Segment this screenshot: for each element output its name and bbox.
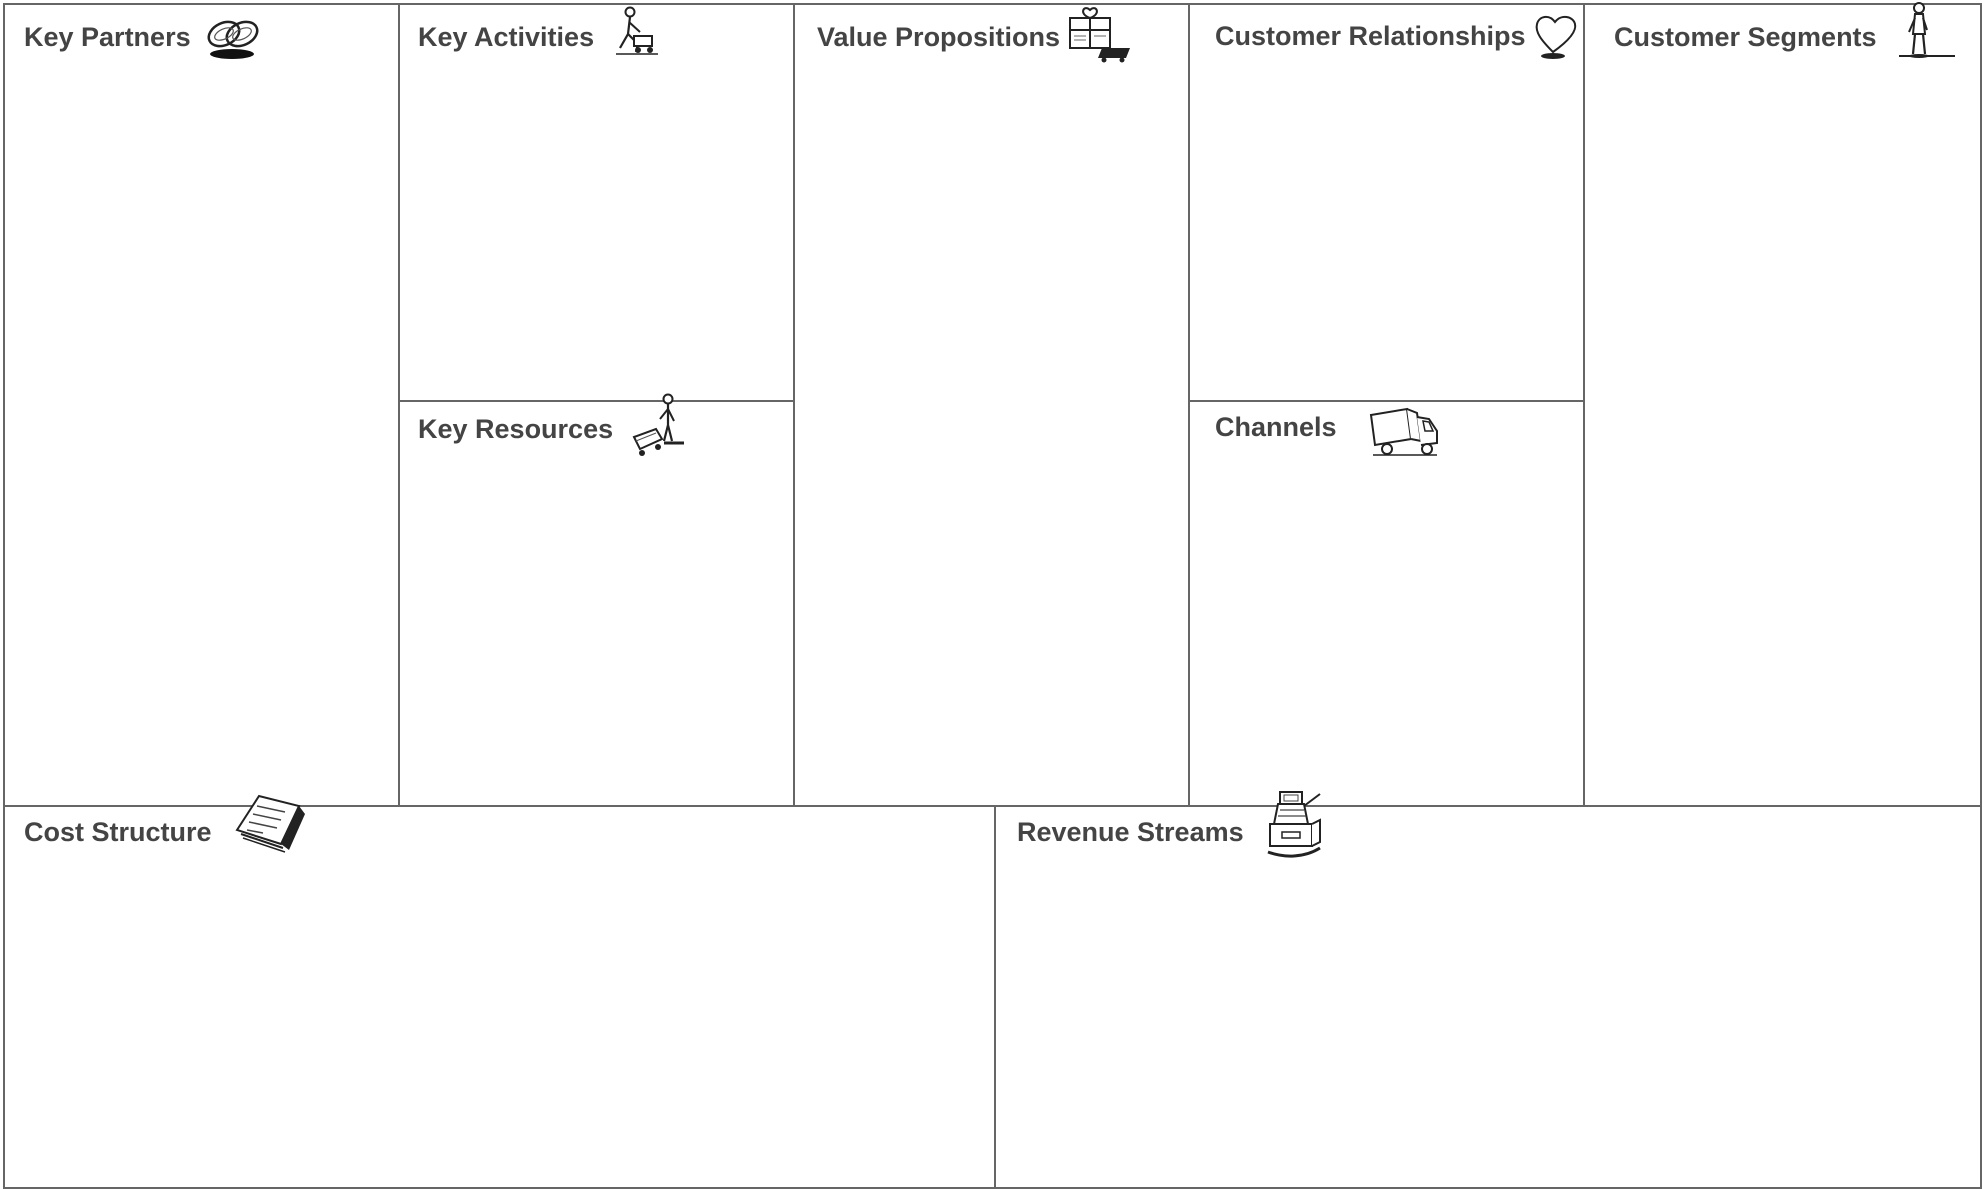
customer-segments-title: Customer Segments — [1614, 22, 1877, 52]
cost-structure-title: Cost Structure — [24, 817, 212, 847]
standing-person-icon — [1893, 0, 1959, 60]
chain-links-icon — [202, 12, 264, 62]
person-working-icon — [608, 6, 664, 60]
key-partners-title: Key Partners — [24, 22, 191, 52]
key-activities-title: Key Activities — [418, 22, 595, 52]
price-tag-icon — [233, 792, 307, 856]
key-resources-block — [398, 400, 795, 807]
customer-relationships-title: Customer Relationships — [1215, 21, 1526, 51]
revenue-streams-block — [994, 805, 1982, 1189]
channels-title: Channels — [1215, 412, 1337, 442]
customer-relationships-block — [1188, 3, 1585, 402]
revenue-streams-title: Revenue Streams — [1017, 817, 1244, 847]
heart-icon — [1533, 12, 1581, 60]
key-partners-block — [3, 3, 400, 807]
person-with-cart-icon — [628, 393, 690, 463]
cash-register-icon — [1264, 788, 1336, 862]
cost-structure-block — [3, 805, 996, 1189]
key-activities-block — [398, 3, 795, 402]
delivery-truck-icon — [1367, 405, 1441, 461]
value-propositions-block — [793, 3, 1190, 807]
key-resources-title: Key Resources — [418, 414, 614, 444]
value-propositions-title: Value Propositions — [817, 22, 1061, 52]
channels-block — [1188, 400, 1585, 807]
customer-segments-block — [1583, 3, 1982, 807]
gift-box-icon — [1066, 6, 1134, 64]
